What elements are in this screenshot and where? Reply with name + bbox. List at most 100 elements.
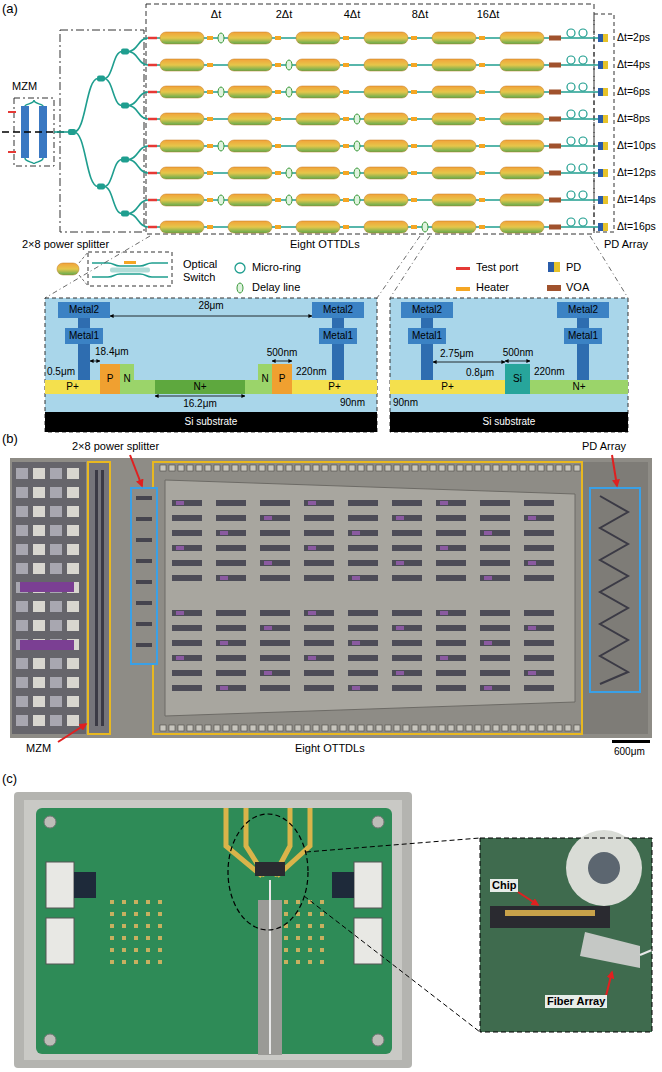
test-port — [8, 111, 16, 113]
delay-block — [480, 670, 510, 676]
delay-block — [392, 530, 422, 536]
chip-photo — [10, 458, 652, 738]
bond-pad — [511, 725, 517, 731]
splitter-branch — [136, 622, 152, 626]
heater — [343, 90, 349, 94]
test-pad — [320, 948, 324, 952]
bond-pad — [33, 544, 45, 555]
test-pad — [320, 936, 324, 940]
callout-label: 90nm — [340, 397, 365, 409]
delay-block — [304, 655, 334, 661]
heater — [411, 117, 417, 121]
cladding — [390, 298, 628, 432]
metal-block: Metal1 — [564, 328, 602, 344]
bond-pad — [439, 725, 445, 731]
delay-block — [348, 625, 378, 631]
callout-label: PD Array — [604, 238, 648, 251]
bond-pad — [502, 725, 508, 731]
mounting-hole — [372, 816, 384, 828]
dimension-arrow — [433, 362, 505, 363]
micro-ring — [579, 164, 587, 172]
heater — [343, 144, 349, 148]
bond-pad — [67, 601, 79, 612]
pointer-arrow — [612, 455, 617, 486]
legend-text: Test port — [476, 261, 518, 274]
splitter-branch — [136, 580, 152, 584]
heater — [207, 198, 213, 202]
cladding — [45, 298, 377, 432]
heater — [207, 171, 213, 175]
test-pad — [284, 948, 288, 952]
bond-pad — [178, 465, 184, 471]
doped-region: N — [258, 364, 272, 394]
test-pad — [134, 924, 138, 928]
splitter-branch — [136, 643, 152, 647]
bond-pad — [259, 725, 265, 731]
optical-switch — [432, 167, 476, 179]
heater — [479, 117, 485, 121]
voa — [549, 63, 561, 68]
test-pad — [320, 912, 324, 916]
bond-pad — [313, 725, 319, 731]
delay-block — [260, 515, 290, 521]
delay-block — [348, 500, 378, 506]
test-pad — [122, 900, 126, 904]
zoom-line — [390, 236, 430, 298]
delay-block — [392, 610, 422, 616]
callout-label: 2.75μm — [440, 348, 474, 360]
bond-pad — [67, 544, 79, 555]
bond-pad — [223, 725, 229, 731]
bond-pad — [33, 468, 45, 479]
node-text: N+ — [572, 382, 585, 392]
bond-pad — [484, 465, 490, 471]
delay-line — [286, 168, 292, 178]
bond-pad — [556, 465, 562, 471]
optical-switch — [432, 32, 476, 44]
test-pad — [158, 912, 162, 916]
micro-ring — [567, 110, 575, 118]
test-pad — [320, 960, 324, 964]
delay-block — [392, 685, 422, 691]
bond-pad — [16, 525, 28, 536]
bond-pad — [349, 725, 355, 731]
bond-pad — [16, 620, 28, 631]
heater-photo — [528, 671, 536, 675]
optical-switch — [296, 59, 340, 71]
bond-pad — [457, 725, 463, 731]
heater-photo — [176, 501, 184, 505]
heater-photo — [396, 516, 404, 520]
optical-switch — [364, 32, 408, 44]
delay-block — [216, 640, 246, 646]
delay-line — [354, 141, 360, 151]
delay-block — [260, 500, 290, 506]
heater-photo — [308, 501, 316, 505]
optical-switch — [500, 113, 544, 125]
delay-block — [172, 500, 202, 506]
bond-pad — [205, 725, 211, 731]
node-text: N — [261, 374, 268, 384]
splitter-branch — [136, 559, 152, 563]
delay-block — [348, 545, 378, 551]
delay-line — [422, 222, 428, 232]
bond-pad — [331, 725, 337, 731]
heater — [275, 36, 281, 40]
delay-block — [172, 560, 202, 566]
micro-ring — [567, 56, 575, 64]
photodiode — [603, 34, 608, 42]
fiber — [269, 880, 271, 1054]
delay-block — [348, 640, 378, 646]
test-pad — [284, 960, 288, 964]
photodiode — [598, 88, 603, 96]
bond-pad — [33, 715, 45, 726]
rf-traces — [226, 808, 310, 876]
micro-ring — [579, 110, 587, 118]
optical-switch — [364, 59, 408, 71]
heater-photo — [484, 686, 492, 690]
waveguide-core: Si — [505, 364, 530, 394]
optical-switch — [500, 221, 544, 233]
test-pad — [146, 924, 150, 928]
delay-block — [348, 685, 378, 691]
delay-block — [524, 685, 554, 691]
bond-pad — [50, 506, 62, 517]
bond-pad — [50, 544, 62, 555]
